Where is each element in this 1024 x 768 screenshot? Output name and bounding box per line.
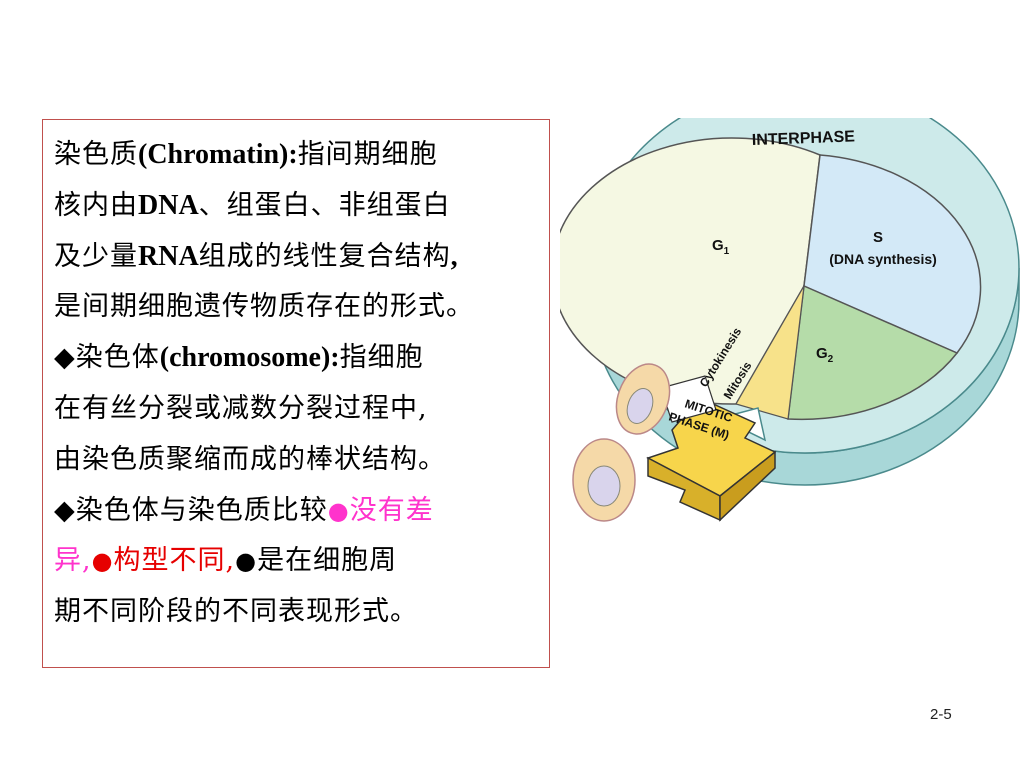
pink-bullet-icon: ● [327, 496, 350, 525]
s-sector [803, 154, 982, 354]
text-segment: ◆染色体与染色质比较 [54, 494, 328, 526]
text-line-4: 是间期细胞遗传物质存在的形式。 [54, 291, 474, 323]
black-bullet-icon: ● [235, 547, 258, 576]
text-line-9: 异,●构型不同,●是在细胞周 [54, 536, 549, 587]
text-line-1: 染色质(Chromatin):指间期细胞 [54, 130, 549, 181]
text-line-7: 由染色质聚缩而成的棒状结构。 [54, 443, 446, 475]
g2-sector [787, 284, 959, 421]
g2-label: G2 [816, 345, 834, 365]
term-rna: RNA [138, 240, 199, 272]
term-chromosome: ◆染色体 [54, 342, 160, 374]
text-line-2: 核内由DNA、组蛋白、非组蛋白 [54, 181, 549, 232]
s-description: (DNA synthesis) [829, 251, 937, 267]
mitotic-phase-arrow [646, 375, 777, 522]
s-label: S [873, 229, 883, 246]
text-segment: , [450, 240, 458, 272]
highlight-different-structure: 构型不同, [113, 545, 236, 577]
cell-lower [572, 438, 636, 522]
text-segment: 组成的线性复合结构 [198, 240, 451, 272]
text-segment: 指间期细胞 [297, 139, 438, 170]
cell-cycle-diagram: INTERPHASE G1 S (DNA synthesis) G2 Cytok… [560, 118, 1020, 522]
term-chromatin-latin: (Chromatin): [138, 139, 298, 170]
page-number: 2-5 [930, 706, 952, 723]
text-line-10: 期不同阶段的不同表现形式。 [54, 596, 418, 628]
text-segment: 核内由 [54, 189, 138, 221]
text-line-8: ◆染色体与染色质比较●没有差 [54, 486, 549, 537]
term-dna: DNA [138, 189, 199, 221]
term-chromosome-latin: (chromosome): [159, 342, 340, 374]
red-bullet-icon: ● [91, 547, 114, 576]
g1-label: G1 [712, 237, 730, 257]
term-chromatin: 染色质 [54, 139, 138, 170]
text-segment: 指细胞 [339, 342, 424, 374]
mitosis-wedge [735, 285, 805, 420]
highlight-no-difference-end: 异, [54, 545, 92, 577]
text-segment: 、组蛋白、非组蛋白 [198, 189, 451, 221]
text-line-6: 在有丝分裂或减数分裂过程中, [54, 392, 428, 424]
highlight-no-difference: 没有差 [349, 494, 434, 526]
definition-text-box: 染色质(Chromatin):指间期细胞 核内由DNA、组蛋白、非组蛋白 及少量… [42, 119, 550, 668]
cell-upper [615, 363, 671, 435]
interphase-label: INTERPHASE [752, 128, 856, 149]
text-segment: 及少量 [54, 240, 138, 272]
text-line-3: 及少量RNA组成的线性复合结构, [54, 232, 549, 283]
text-segment: 是在细胞周 [257, 545, 398, 577]
text-line-5: ◆染色体(chromosome):指细胞 [54, 333, 549, 384]
